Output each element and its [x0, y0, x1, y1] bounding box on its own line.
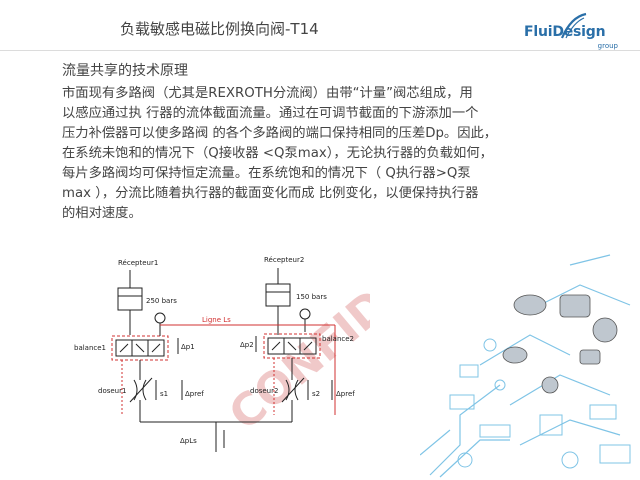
check-valve-1: [154, 312, 166, 332]
balance2-label: balance2: [322, 335, 354, 343]
paragraph-line: 以感应通过执 行器的流体截面流量。通过在可调节截面的下游添加一个: [62, 106, 479, 121]
paragraph-line: 的相对速度。: [62, 206, 142, 221]
load-sensing-line: [160, 324, 336, 415]
balance1-valve: [111, 335, 169, 361]
paragraph-line: max ），分流比随着执行器的截面变化而成 比例变化，以便保持执行器: [62, 186, 479, 201]
logo-text: FluiDesign: [524, 24, 606, 40]
hydraulic-circuit-illustration: [420, 254, 631, 478]
dp1-label: Δp1: [181, 343, 195, 351]
dpref1-label: Δpref: [185, 390, 204, 398]
paragraph-line: 在系统未饱和的情况下（Q接收器 <Q泵max），无论执行器的负载如何，: [62, 146, 493, 161]
logo-subtext: group: [597, 42, 618, 50]
page-title: 负载敏感电磁比例换向阀-T14: [120, 20, 319, 38]
receptor2-cylinder: [265, 268, 291, 318]
doseur1-label: doseur1: [98, 387, 126, 395]
pressure2-label: 150 bars: [296, 293, 327, 301]
dpref2-label: Δpref: [336, 390, 355, 398]
gauge-icon: [541, 376, 559, 394]
s2-label: s2: [312, 390, 320, 398]
pump-supply-line: [140, 421, 292, 452]
header-divider: [0, 50, 640, 51]
ligne-ls-label: Ligne Ls: [202, 316, 231, 324]
receptor1-label: Récepteur1: [118, 259, 158, 267]
filter-icon: [579, 349, 601, 365]
doseur2-label: doseur2: [250, 387, 278, 395]
receptor1-cylinder: [117, 270, 143, 322]
doseur2-orifice: [281, 377, 305, 422]
pump-icon: [559, 294, 591, 318]
dp2-label: Δp2: [240, 341, 254, 349]
confidential-watermark: CONFID: [220, 280, 370, 441]
doseur1-orifice: [129, 377, 153, 422]
s1-label: s1: [160, 390, 168, 398]
body-paragraph: 市面现有多路阀（尤其是REXROTH分流阀）由带“计量”阀芯组成，用 以感应通过…: [62, 84, 582, 224]
receptor2-label: Récepteur2: [264, 256, 304, 264]
paragraph-line: 市面现有多路阀（尤其是REXROTH分流阀）由带“计量”阀芯组成，用: [62, 86, 473, 101]
hydraulic-schematic: CONFID Récepteur1 Récepteur2 250 bars 15…: [74, 256, 370, 452]
balance1-label: balance1: [74, 344, 106, 352]
motor-icon: [513, 294, 547, 316]
fluidesign-logo: FluiDesign group: [524, 12, 624, 52]
pressure1-label: 250 bars: [146, 297, 177, 305]
valve-icon: [502, 346, 528, 364]
paragraph-line: 压力补偿器可以使多路阀 的各个多路阀的端口保持相同的压差Dp。因此，: [62, 126, 498, 141]
section-subtitle: 流量共享的技术原理: [62, 63, 188, 79]
gear-pump-icon: [592, 317, 618, 343]
dpls-label: ΔpLs: [180, 437, 197, 445]
paragraph-line: 每片多路阀均可保持恒定流量。在系统饱和的情况下（ Q执行器>Q泵: [62, 166, 471, 181]
logo-swoosh-icon: [560, 12, 587, 39]
